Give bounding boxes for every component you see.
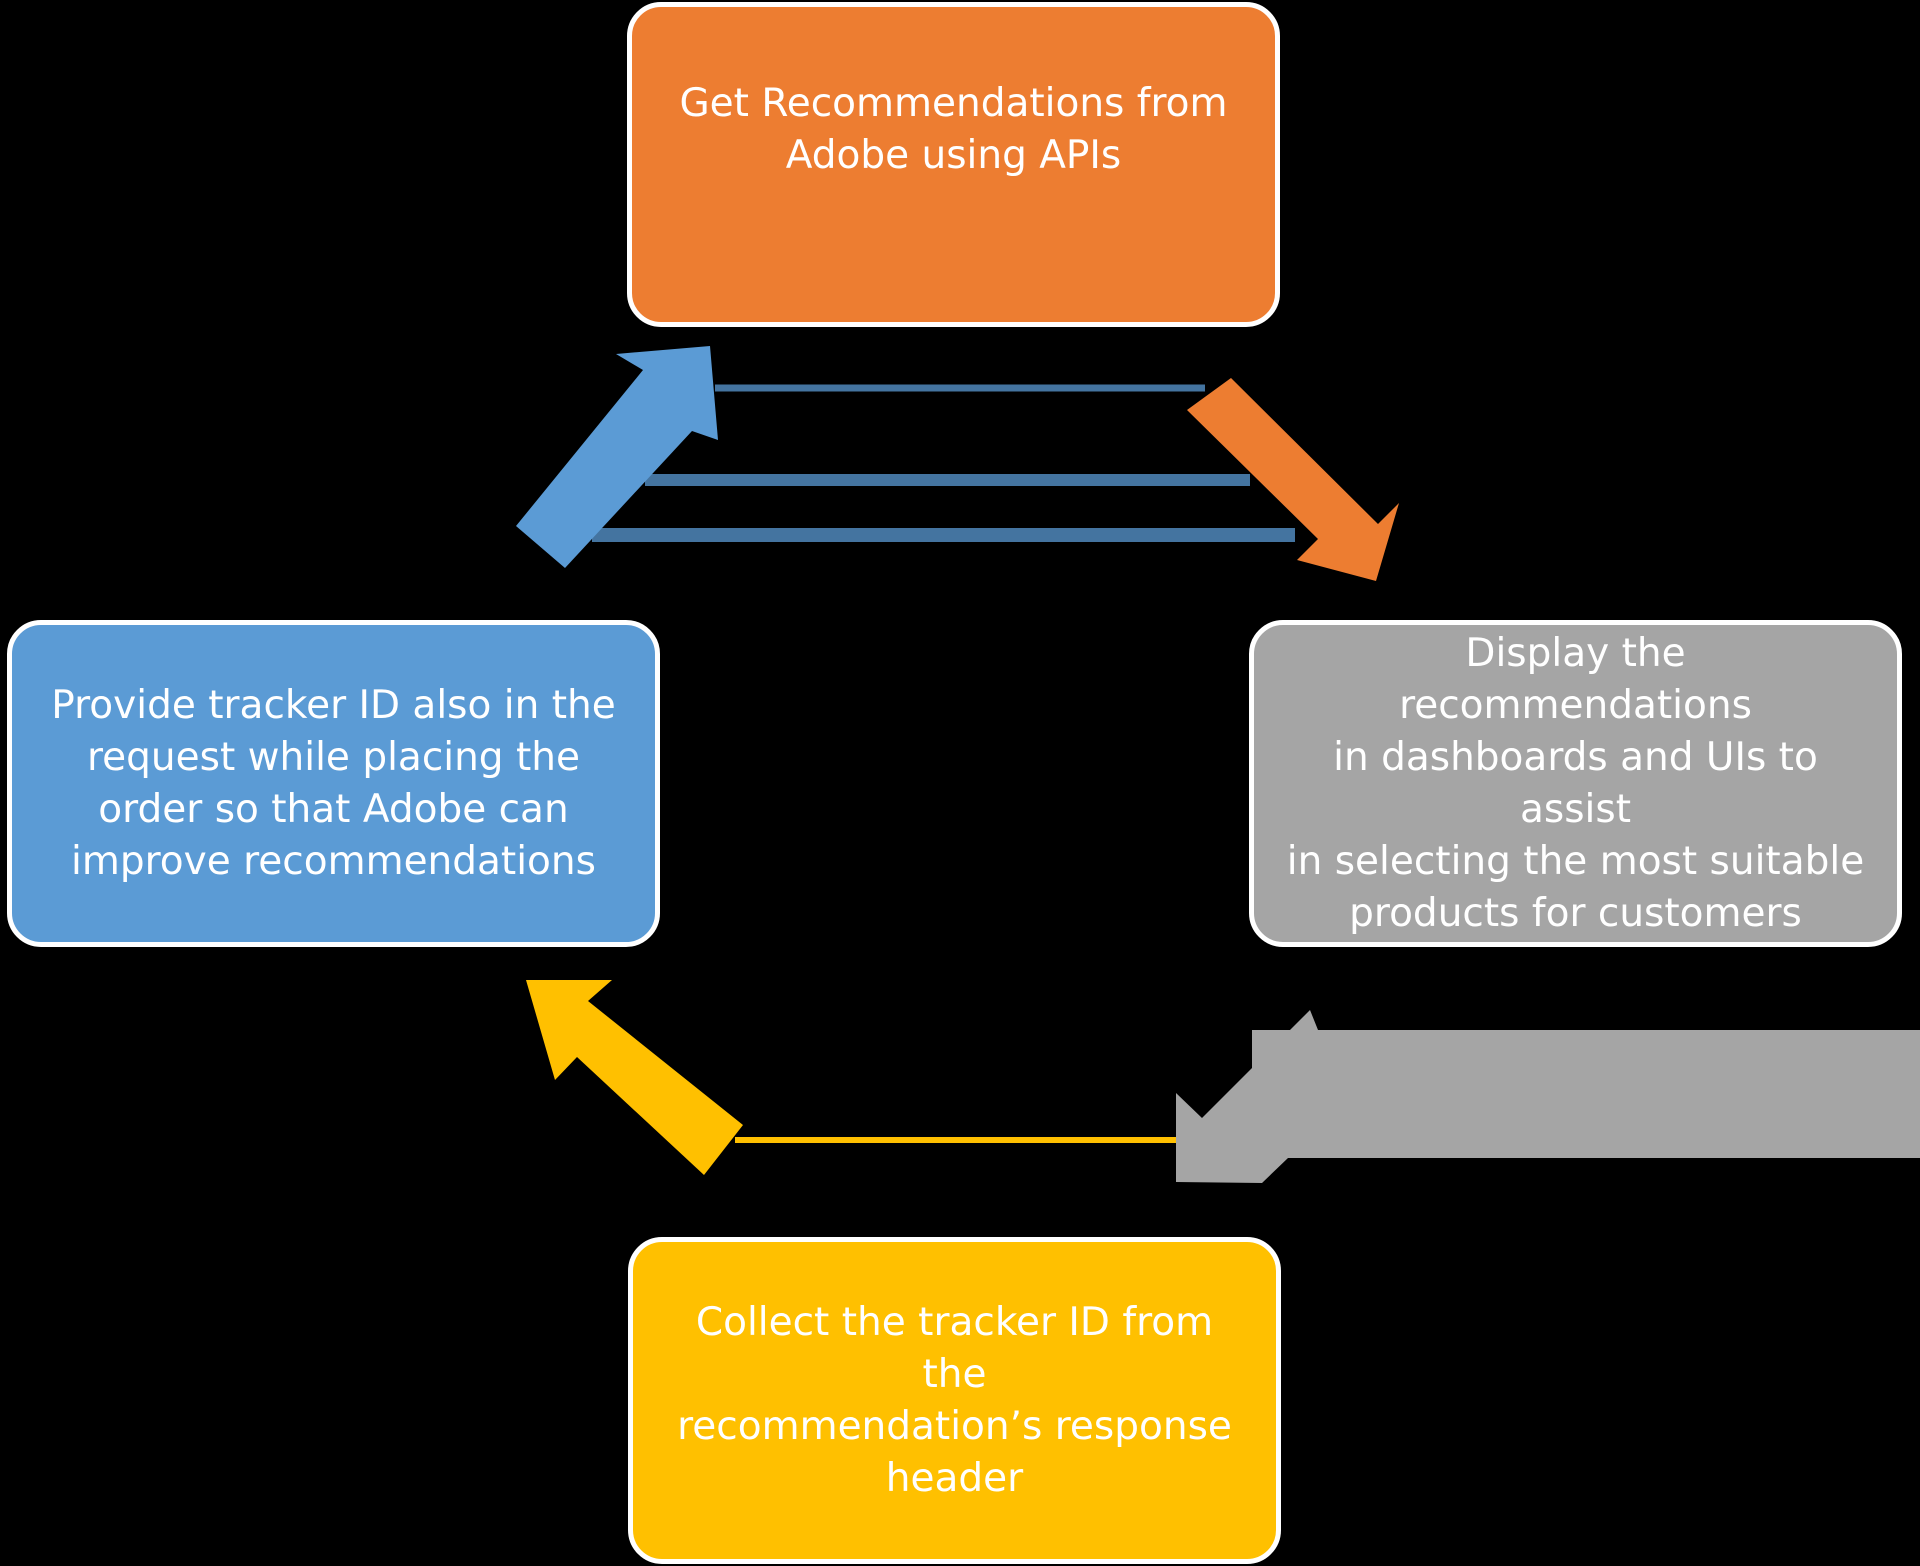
step-get-recommendations: Get Recommendations from Adobe using API… [627,2,1280,327]
step-collect-tracker-id: Collect the tracker ID from the recommen… [628,1237,1281,1564]
step-provide-tracker-id-text: Provide tracker ID also in the request w… [51,682,616,884]
step-display-recommendations-text: Display the recommendations in dashboard… [1286,630,1865,936]
arrow-bottom-to-left [526,980,743,1175]
step-collect-tracker-id-text: Collect the tracker ID from the recommen… [677,1299,1232,1501]
arrow-left-to-top [516,346,718,568]
step-provide-tracker-id: Provide tracker ID also in the request w… [7,620,660,947]
step-get-recommendations-text: Get Recommendations from Adobe using API… [679,80,1228,178]
arrow-right-to-bottom [1176,1010,1380,1183]
arrow-top-to-right [1187,378,1399,581]
step-display-recommendations: Display the recommendations in dashboard… [1249,620,1902,947]
